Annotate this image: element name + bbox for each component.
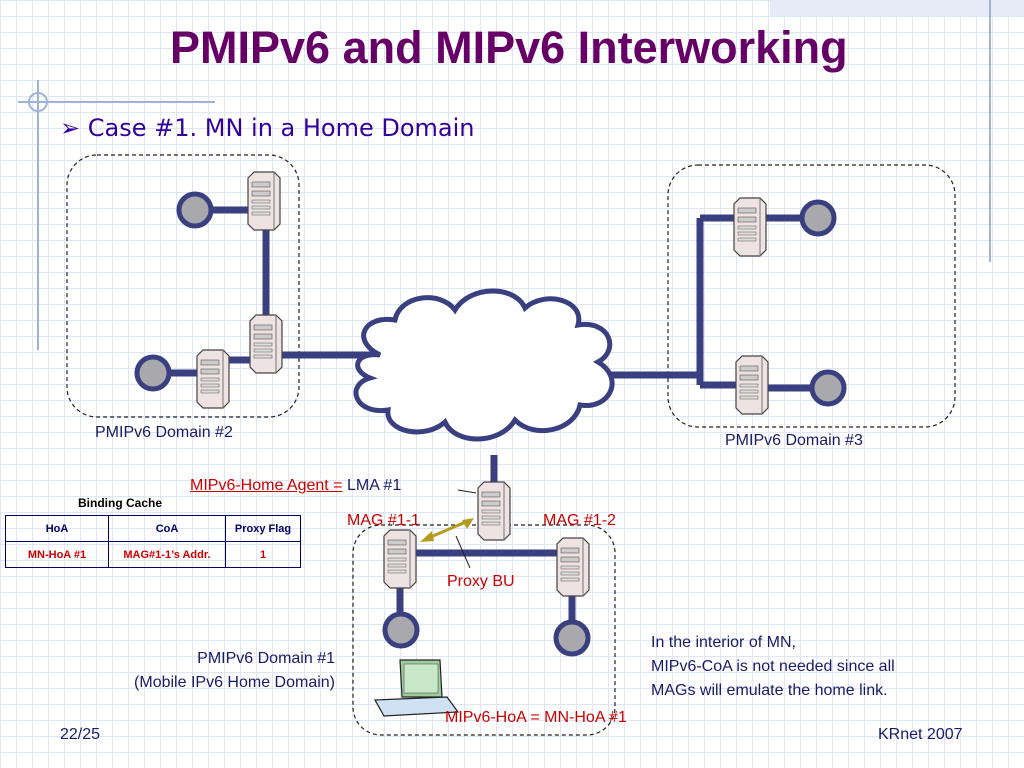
bullet-case: ➢ Case #1. MN in a Home Domain (60, 114, 475, 142)
cell-coa: MAG#1-1’s Addr. (108, 541, 226, 568)
server-mag12 (556, 537, 590, 597)
label-proxy-bu: Proxy BU (447, 573, 515, 590)
header-proxy-flag: Proxy Flag (225, 515, 301, 542)
label-hoa: MIPv6-HoA = MN-HoA #1 (445, 709, 627, 726)
binding-cache-table: HoA CoA Proxy Flag MN-HoA #1 MAG#1-1’s A… (5, 515, 301, 568)
table-header-row: HoA CoA Proxy Flag (5, 515, 301, 542)
domain2-boundary (66, 154, 300, 418)
laptop-icon (373, 659, 460, 717)
note-line3: MAGs will emulate the home link. (651, 682, 888, 699)
label-home-agent: MIPv6-Home Agent = LMA #1 (190, 477, 401, 495)
binding-cache-caption: Binding Cache (78, 496, 163, 510)
cell-hoa: MN-HoA #1 (5, 541, 109, 568)
server-d2-top (247, 171, 281, 231)
note-line2: MIPv6-CoA is not needed since all (651, 658, 895, 675)
bullet-marker: ➢ (60, 114, 81, 142)
server-d3-bottom (735, 355, 769, 415)
label-domain1-line2: (Mobile IPv6 Home Domain) (134, 674, 335, 691)
cell-proxy-flag: 1 (225, 541, 301, 568)
lma-pointer (457, 489, 477, 494)
label-mag11: MAG #1-1 (347, 512, 420, 529)
server-lma (477, 481, 511, 541)
end-nodes (134, 191, 847, 657)
note-line1: In the interior of MN, (651, 634, 796, 651)
internet-cloud (353, 288, 615, 442)
footer-page-number: 22/25 (60, 726, 101, 743)
proxy-bu-pointer (455, 535, 471, 569)
label-domain2: PMIPv6 Domain #2 (95, 424, 233, 441)
server-mag11 (383, 529, 417, 589)
table-row: MN-HoA #1 MAG#1-1’s Addr. 1 (5, 541, 301, 568)
domain3-boundary (667, 164, 956, 428)
server-d2-left (196, 349, 230, 409)
bullet-text: Case #1. MN in a Home Domain (87, 114, 475, 142)
home-agent-value: LMA #1 (346, 477, 402, 494)
header-coa: CoA (108, 515, 226, 542)
footer-event: KRnet 2007 (878, 726, 963, 743)
label-domain3: PMIPv6 Domain #3 (725, 432, 863, 449)
page-title: PMIPv6 and MIPv6 Interworking (170, 22, 848, 73)
label-domain1-line1: PMIPv6 Domain #1 (197, 650, 335, 667)
server-d3-top (733, 197, 767, 257)
label-mag12: MAG #1-2 (543, 512, 616, 529)
home-agent-prefix: MIPv6-Home Agent = (190, 477, 343, 494)
server-d2-mid (249, 314, 283, 374)
header-hoa: HoA (5, 515, 109, 542)
